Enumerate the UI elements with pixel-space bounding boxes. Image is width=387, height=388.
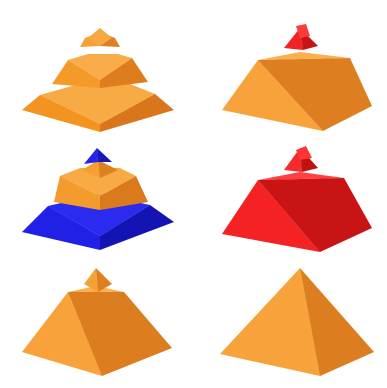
- pyramid-orange-plain: [220, 268, 374, 376]
- blue-tip-right-face: [97, 148, 112, 162]
- pyramid-orange-small-tip: [22, 268, 172, 376]
- pyramid-orange-three-tier-stepped: [22, 28, 174, 132]
- pyramid-blue-orange-tiers: [22, 148, 174, 250]
- tip-right-face: [96, 268, 112, 292]
- pyramid-orange-red-tip: [222, 24, 372, 131]
- blue-tip-left-face: [84, 148, 98, 164]
- pyramid-red-full: [222, 146, 372, 252]
